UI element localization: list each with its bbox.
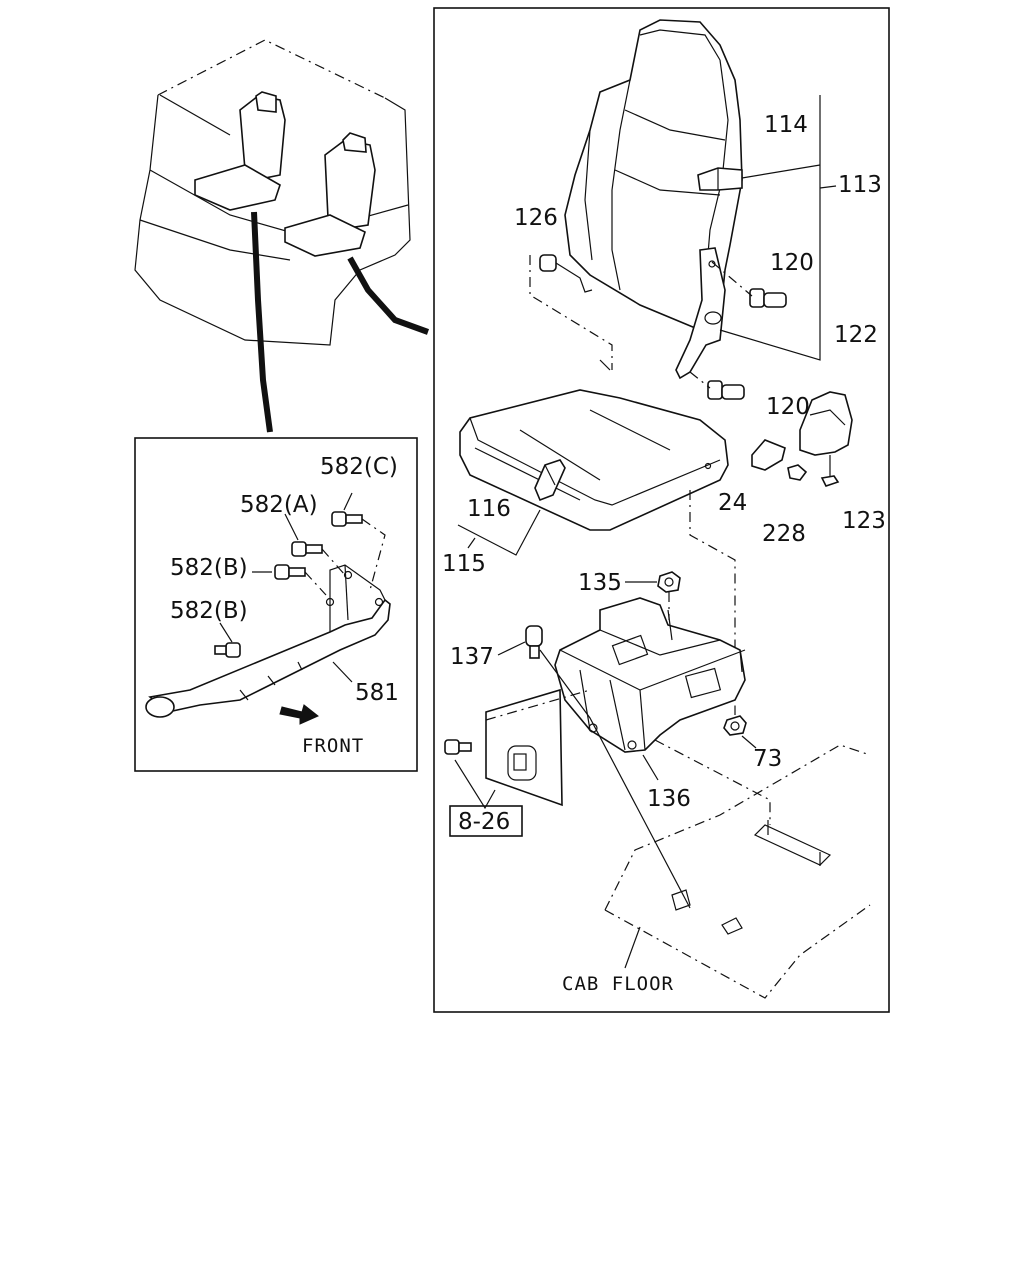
front-caption: FRONT <box>302 735 364 757</box>
clip-126 <box>539 254 593 293</box>
bolt-582b-upper <box>274 564 306 580</box>
seat-back <box>564 19 743 337</box>
cover-122 <box>799 391 853 456</box>
label-116: 116 <box>467 496 511 522</box>
screw-123 <box>820 475 840 487</box>
label-228: 228 <box>762 521 806 547</box>
cab-floor-caption: CAB FLOOR <box>562 973 674 995</box>
label-120-upper: 120 <box>770 250 814 276</box>
bolt-120-upper <box>749 288 787 308</box>
label-114: 114 <box>764 112 808 138</box>
label-24: 24 <box>718 490 747 516</box>
block-24 <box>751 439 786 471</box>
label-73: 73 <box>753 746 782 772</box>
screw-228 <box>787 464 808 481</box>
label-582a: 582(A) <box>240 492 318 518</box>
cab-floor <box>604 739 871 999</box>
main-panel <box>433 7 890 1013</box>
label-582c: 582(C) <box>320 454 398 480</box>
label-581: 581 <box>355 680 399 706</box>
bolt-120-lower <box>707 380 745 400</box>
seat-frame-136 <box>554 597 746 753</box>
seat-cushion <box>459 389 729 531</box>
label-115: 115 <box>442 551 486 577</box>
label-137: 137 <box>450 644 494 670</box>
bolt-582c <box>331 511 363 527</box>
nut-73 <box>723 715 747 736</box>
ref-box-8-26 <box>449 805 523 837</box>
cab-overview <box>134 39 430 433</box>
bolt-8-26 <box>444 739 472 755</box>
bolt-137 <box>525 625 543 659</box>
plate-8-26 <box>485 688 563 807</box>
bolt-582b-lower <box>214 642 241 658</box>
front-arrow-icon <box>279 704 319 725</box>
label-582b-lower: 582(B) <box>170 598 248 624</box>
label-113: 113 <box>838 172 882 198</box>
bolt-582a <box>291 541 323 557</box>
label-123: 123 <box>842 508 886 534</box>
inset-frame <box>134 437 418 772</box>
label-135: 135 <box>578 570 622 596</box>
label-136: 136 <box>647 786 691 812</box>
nut-135 <box>657 571 681 593</box>
label-126: 126 <box>514 205 558 231</box>
label-122: 122 <box>834 322 878 348</box>
label-582b-upper: 582(B) <box>170 555 248 581</box>
label-120-lower: 120 <box>766 394 810 420</box>
label-8-26: 8-26 <box>458 809 510 835</box>
